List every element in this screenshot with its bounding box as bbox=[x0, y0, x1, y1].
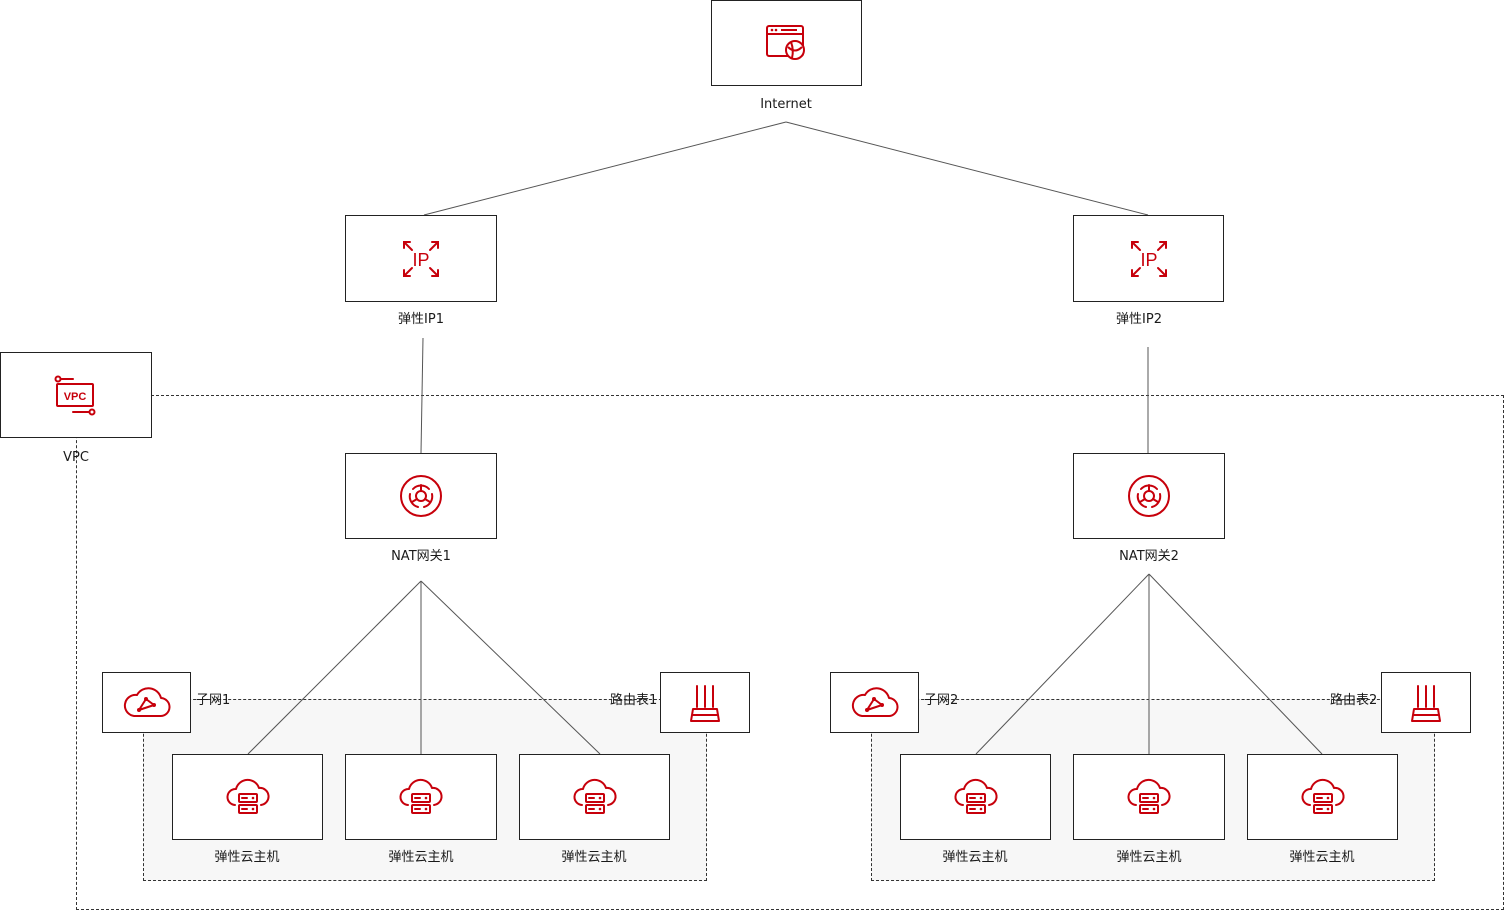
internet-node[interactable] bbox=[711, 0, 862, 86]
ecs-icon bbox=[573, 777, 617, 817]
nat-gateway-icon bbox=[1127, 474, 1171, 518]
eip-2-label: 弹性IP2 bbox=[1116, 312, 1162, 327]
ecs-icon bbox=[226, 777, 270, 817]
svg-text:IP: IP bbox=[1140, 250, 1157, 270]
line-nat2-ecs1 bbox=[975, 573, 1150, 755]
ecs-label: 弹性云主机 bbox=[1116, 850, 1182, 865]
subnet-1-label: 子网1 bbox=[196, 693, 231, 708]
nat-gateway-1-label: NAT网关1 bbox=[391, 549, 451, 564]
eip-1-label: 弹性IP1 bbox=[398, 312, 444, 327]
line-nat2-ecs3 bbox=[1148, 573, 1323, 755]
ecs-node[interactable] bbox=[1073, 754, 1225, 840]
ecs-label: 弹性云主机 bbox=[942, 850, 1008, 865]
vpc-region bbox=[76, 395, 1504, 910]
ecs-label: 弹性云主机 bbox=[1289, 850, 1355, 865]
ecs-icon bbox=[399, 777, 443, 817]
router-icon bbox=[685, 683, 725, 723]
svg-text:IP: IP bbox=[412, 250, 429, 270]
ecs-icon bbox=[954, 777, 998, 817]
nat-gateway-2-label: NAT网关2 bbox=[1119, 549, 1179, 564]
internet-label: Internet bbox=[760, 97, 812, 112]
svg-text:VPC: VPC bbox=[64, 391, 87, 403]
line-eip1-nat1 bbox=[420, 337, 424, 454]
eip-1-node[interactable]: IP bbox=[345, 215, 497, 302]
eip-2-node[interactable]: IP bbox=[1073, 215, 1224, 302]
eip-icon: IP bbox=[1129, 239, 1169, 279]
nat-gateway-1-node[interactable] bbox=[345, 453, 497, 539]
router-icon bbox=[1406, 683, 1446, 723]
subnet-2-label: 子网2 bbox=[924, 693, 959, 708]
subnet-2-node[interactable] bbox=[830, 672, 919, 733]
route-table-1-node[interactable] bbox=[660, 672, 750, 733]
line-internet-eip1 bbox=[423, 121, 787, 216]
nat-gateway-icon bbox=[399, 474, 443, 518]
ecs-icon bbox=[1301, 777, 1345, 817]
vpc-label: VPC bbox=[63, 450, 89, 465]
ecs-label: 弹性云主机 bbox=[214, 850, 280, 865]
vpc-icon: VPC bbox=[53, 374, 99, 416]
ecs-label: 弹性云主机 bbox=[561, 850, 627, 865]
ecs-icon bbox=[1127, 777, 1171, 817]
ecs-node[interactable] bbox=[172, 754, 323, 840]
ecs-node[interactable] bbox=[519, 754, 670, 840]
ecs-node[interactable] bbox=[345, 754, 497, 840]
route-table-1-label: 路由表1 bbox=[610, 693, 658, 708]
ecs-label: 弹性云主机 bbox=[388, 850, 454, 865]
line-nat1-ecs3 bbox=[420, 580, 601, 755]
line-internet-eip2 bbox=[785, 121, 1149, 216]
subnet-cloud-icon bbox=[122, 686, 172, 720]
nat-gateway-2-node[interactable] bbox=[1073, 453, 1225, 539]
subnet-cloud-icon bbox=[850, 686, 900, 720]
browser-globe-icon bbox=[765, 24, 809, 62]
subnet-1-node[interactable] bbox=[102, 672, 191, 733]
ecs-node[interactable] bbox=[1247, 754, 1398, 840]
eip-icon: IP bbox=[401, 239, 441, 279]
route-table-2-node[interactable] bbox=[1381, 672, 1471, 733]
ecs-node[interactable] bbox=[900, 754, 1051, 840]
route-table-2-label: 路由表2 bbox=[1330, 693, 1378, 708]
line-nat1-ecs1 bbox=[247, 580, 422, 755]
vpc-node[interactable]: VPC bbox=[0, 352, 152, 438]
